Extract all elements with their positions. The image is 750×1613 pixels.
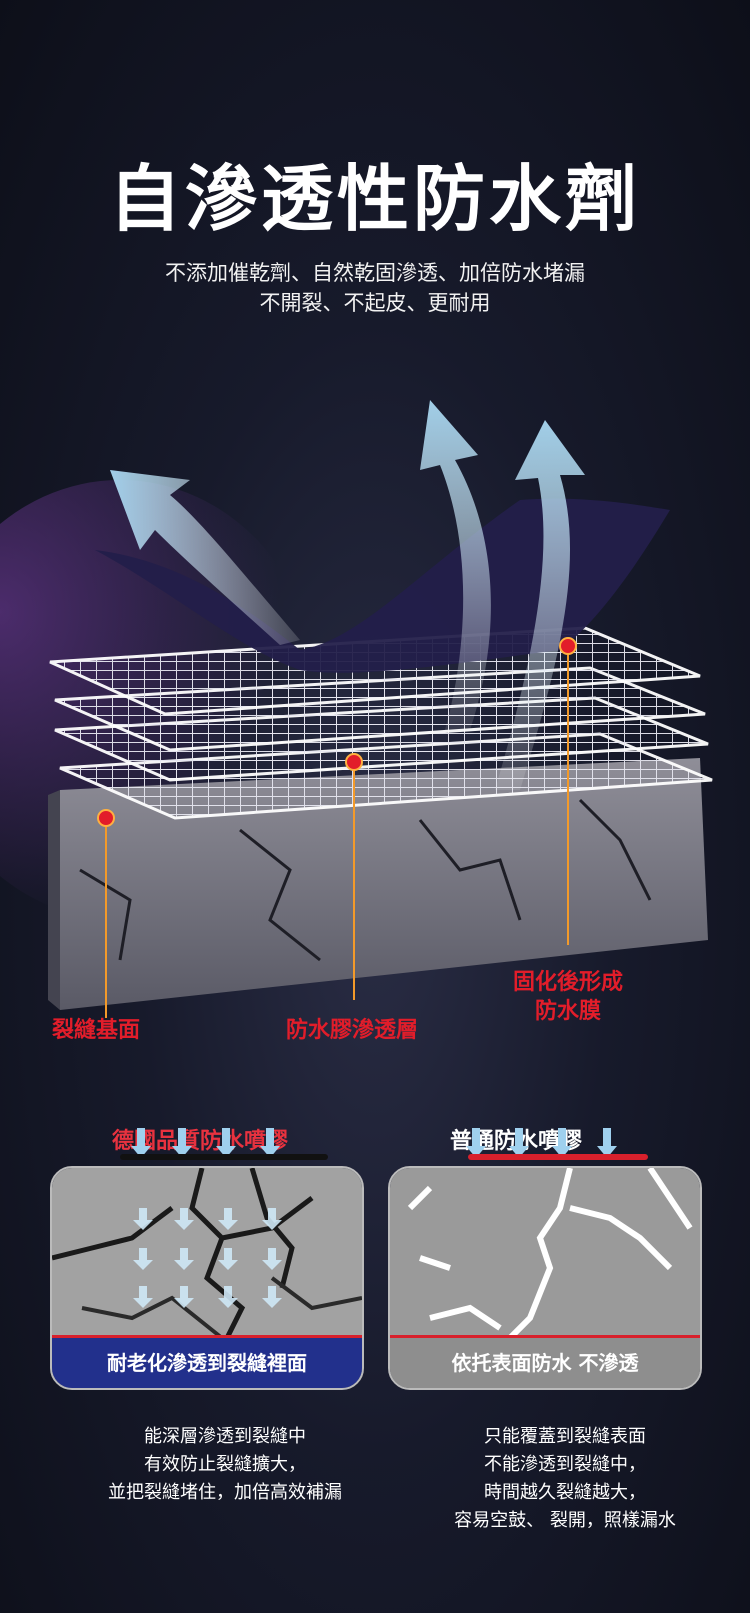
spray-arrow-icon — [216, 1128, 236, 1158]
left-comparison-panel: 耐老化滲透到裂縫裡面 — [50, 1166, 364, 1390]
right-caption: 依托表面防水 不滲透 — [390, 1335, 700, 1388]
spray-arrow-icon — [509, 1128, 529, 1158]
right-desc-line-2: 不能滲透到裂縫中， — [484, 1454, 646, 1475]
subtitle-line-2: 不開裂、不起皮、更耐用 — [259, 291, 491, 315]
spray-arrow-icon — [172, 1128, 192, 1158]
spray-arrow-icon — [131, 1128, 151, 1158]
subtitle-line-1: 不添加催乾劑、自然乾固滲透、加倍防水堵漏 — [165, 261, 585, 285]
callout-film-line-2: 防水膜 — [534, 999, 601, 1024]
spray-arrow-icon — [552, 1128, 572, 1158]
page-title: 自滲透性防水劑 — [108, 157, 641, 241]
left-desc-line-3: 並把裂縫堵住，加倍高效補漏 — [108, 1482, 342, 1503]
vapor-arrows — [110, 400, 585, 790]
right-desc-line-3: 時間越久裂縫越大， — [484, 1482, 646, 1503]
spray-indicators — [120, 1128, 648, 1160]
layer-illustration — [0, 400, 713, 1018]
spray-arrow-icon — [466, 1128, 486, 1158]
subtitle: 不添加催乾劑、自然乾固滲透、加倍防水堵漏 不開裂、不起皮、更耐用 — [0, 258, 750, 318]
left-desc-line-1: 能深層滲透到裂縫中 — [144, 1426, 306, 1447]
spray-arrow-icon — [597, 1128, 617, 1158]
callout-dot-film — [559, 637, 577, 655]
callout-film: 固化後形成 防水膜 — [508, 968, 628, 1026]
left-caption: 耐老化滲透到裂縫裡面 — [52, 1335, 362, 1388]
spray-arrow-icon — [260, 1128, 280, 1158]
concrete-block — [48, 758, 708, 1010]
membrane-sheet — [95, 498, 670, 673]
callout-dot-crack — [97, 809, 115, 827]
right-description: 只能覆蓋到裂縫表面 不能滲透到裂縫中， 時間越久裂縫越大， 容易空鼓、 裂開，照… — [420, 1423, 710, 1535]
right-desc-line-1: 只能覆蓋到裂縫表面 — [484, 1426, 646, 1447]
left-desc-line-2: 有效防止裂縫擴大， — [144, 1454, 306, 1475]
callout-penetration-layer: 防水膠滲透層 — [286, 1018, 419, 1043]
callout-film-line-1: 固化後形成 — [512, 970, 623, 995]
right-desc-line-4: 容易空鼓、 裂開，照樣漏水 — [454, 1510, 676, 1531]
callout-dot-penetration — [345, 753, 363, 771]
callout-crack-base: 裂縫基面 — [52, 1018, 141, 1043]
right-comparison-panel: 依托表面防水 不滲透 — [388, 1166, 702, 1390]
left-description: 能深層滲透到裂縫中 有效防止裂縫擴大， 並把裂縫堵住，加倍高效補漏 — [80, 1423, 370, 1507]
